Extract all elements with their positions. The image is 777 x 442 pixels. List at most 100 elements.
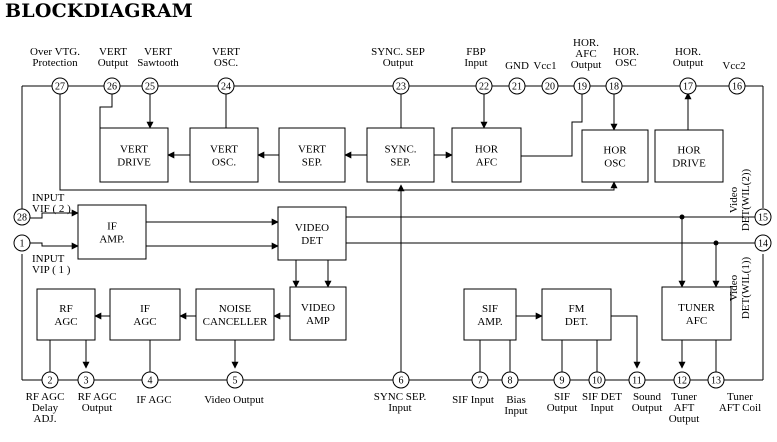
pin-label: Video <box>728 186 740 213</box>
pin-label: Output <box>571 59 602 71</box>
pin-label: SYNC SEP. <box>374 391 427 403</box>
pin-label: VERT <box>212 46 240 58</box>
block-label: NOISE <box>219 303 252 315</box>
block-label: VERT <box>210 144 238 156</box>
pin-label: AFT Coil <box>719 402 761 414</box>
pin-label: GND <box>505 60 529 72</box>
block-label: VERT <box>298 144 326 156</box>
block-label: AMP. <box>477 316 503 328</box>
pin-number: 13 <box>711 376 721 387</box>
pin-number: 22 <box>479 82 489 93</box>
pin-label: Output <box>673 57 704 69</box>
pin-label: Protection <box>32 57 78 69</box>
pin-number: 4 <box>148 376 153 387</box>
block-label: AGC <box>54 316 77 328</box>
pin-label: Video <box>728 274 740 301</box>
pin-label: RF AGC <box>78 391 117 403</box>
pin-label: OSC <box>615 57 636 69</box>
block-label: SIF <box>482 303 498 315</box>
pin-number: 9 <box>560 376 565 387</box>
block-label: HOR <box>475 144 499 156</box>
pin-label: Output <box>98 57 129 69</box>
pin-number: 5 <box>233 376 238 387</box>
pin-label: OSC. <box>214 57 238 69</box>
pin-label: Delay <box>32 402 59 414</box>
block-label: DET <box>301 235 323 247</box>
pin-number: 2 <box>48 376 53 387</box>
pin-label: Input <box>590 402 613 414</box>
block-label: SEP. <box>390 157 411 169</box>
pin-label: VIP ( 1 ) <box>32 264 71 276</box>
pin-label: Sawtooth <box>137 57 179 69</box>
block-label: SEP. <box>302 157 323 169</box>
pin-label: Over VTG. <box>30 46 80 58</box>
pin-label: Tuner <box>671 391 697 403</box>
pin-label: INPUT <box>32 253 65 265</box>
pin-number: 10 <box>592 376 602 387</box>
block-label: AMP <box>306 315 330 327</box>
block-label: AMP. <box>99 234 125 246</box>
pin-label: Sound <box>633 391 662 403</box>
pin-label: Bias <box>506 394 526 406</box>
block-label: VIDEO <box>295 222 329 234</box>
pin-label: Video Output <box>204 394 264 406</box>
pin-4: 4IF AGC <box>136 371 172 406</box>
block-label: OSC. <box>212 157 236 169</box>
pin-label: DET(WIL(2)) <box>740 169 752 232</box>
pin-label: Output <box>383 57 414 69</box>
pin-number: 12 <box>677 376 687 387</box>
block-label: HOR <box>603 145 627 157</box>
pin-number: 7 <box>478 376 483 387</box>
pin-label: VIF ( 2 ) <box>32 203 71 215</box>
pin-number: 8 <box>508 376 513 387</box>
pin-number: 20 <box>545 82 555 93</box>
pin-label: VERT <box>144 46 172 58</box>
pin-label: VERT <box>99 46 127 58</box>
pin-label: Input <box>388 402 411 414</box>
block-label: AGC <box>133 316 156 328</box>
pin-number: 17 <box>683 82 693 93</box>
block-label: AFC <box>686 315 707 327</box>
pin-label: Output <box>82 402 113 414</box>
pin-label: HOR. <box>675 46 701 58</box>
pin-number: 3 <box>84 376 89 387</box>
block-label: SYNC. <box>384 144 416 156</box>
pin-label: ADJ. <box>34 413 57 425</box>
pin-label: Input <box>464 57 487 69</box>
pin-label: SYNC. SEP <box>371 46 425 58</box>
pin-label: RF AGC <box>26 391 65 403</box>
block-label: IF <box>140 303 150 315</box>
block-label: TUNER <box>678 302 715 314</box>
block-label: IF <box>107 221 117 233</box>
block-label: FM <box>569 303 585 315</box>
pin-number: 15 <box>758 213 768 224</box>
